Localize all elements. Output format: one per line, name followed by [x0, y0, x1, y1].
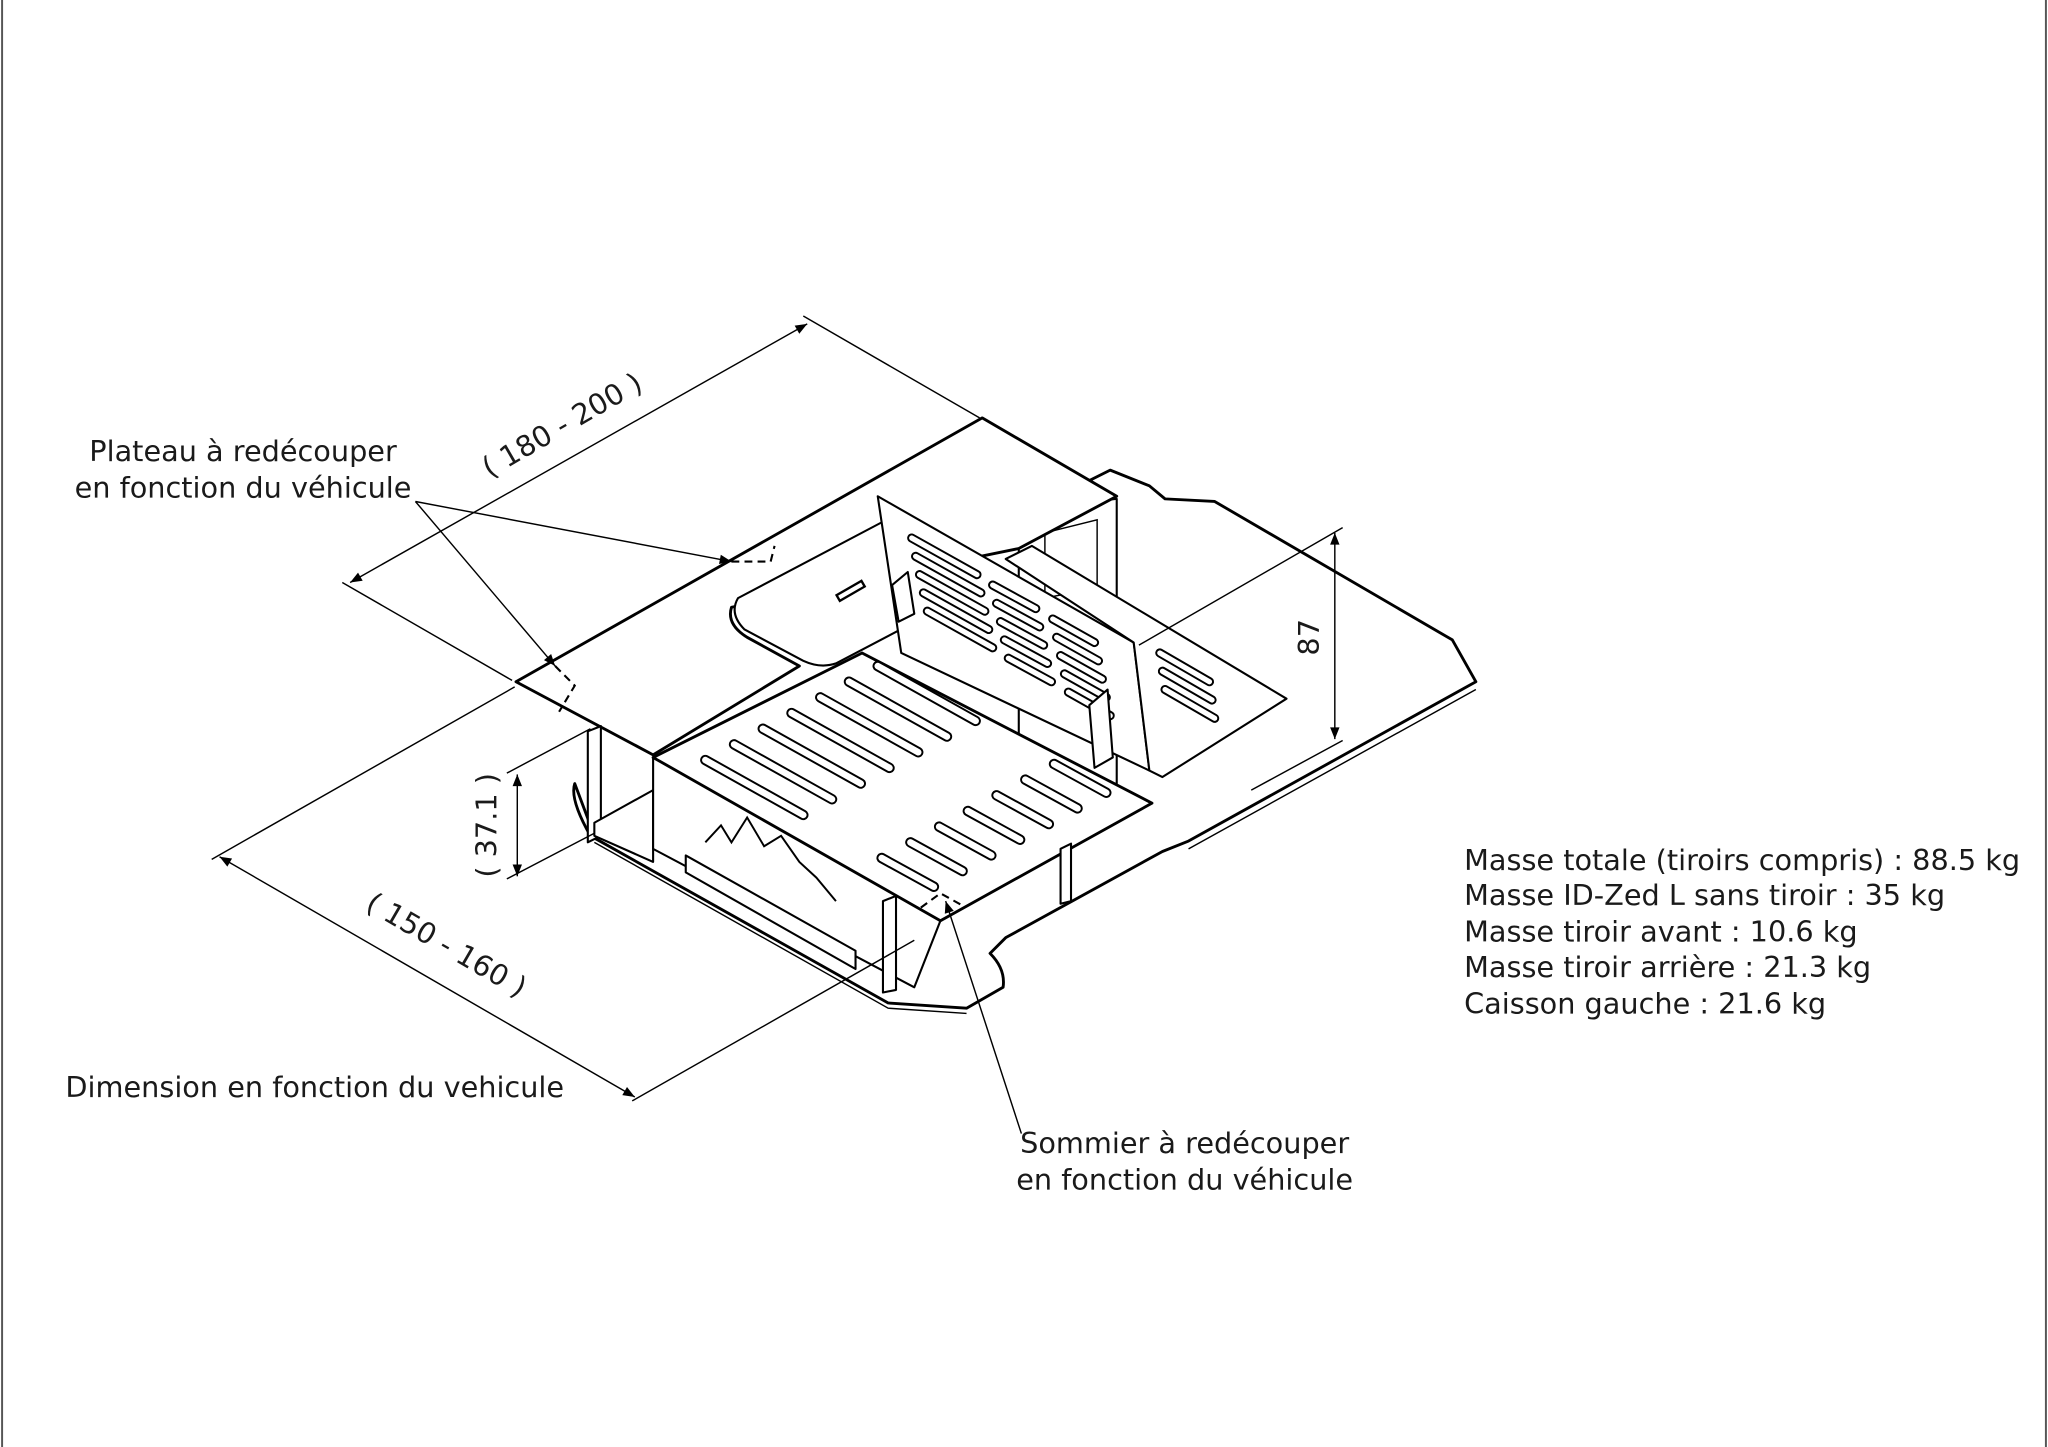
mass-line: Masse tiroir arrière : 21.3 kg — [1464, 950, 1871, 984]
slot-inner — [993, 792, 1053, 828]
slot-inner — [1054, 634, 1102, 664]
slot-inner — [909, 535, 980, 578]
assembly-drawing — [514, 416, 1478, 1015]
plateau-note-line1: Plateau à redécouper — [89, 434, 397, 468]
mass-line: Masse totale (tiroirs compris) : 88.5 kg — [1464, 843, 2020, 877]
slot-inner — [1162, 686, 1218, 721]
dimension-height-ref-label: ( 37.1 ) — [469, 773, 503, 878]
mass-line: Masse tiroir avant : 10.6 kg — [1464, 915, 1858, 949]
slot-inner — [920, 590, 992, 633]
sommier-note-line1: Sommier à redécouper — [1020, 1126, 1349, 1160]
slot-inner — [1001, 637, 1051, 667]
slot-inner — [845, 678, 951, 740]
mass-table: Masse totale (tiroirs compris) : 88.5 kg… — [1464, 843, 2020, 1021]
slot-inner — [874, 662, 979, 725]
slot-inner — [964, 807, 1024, 843]
dimension-note: Dimension en fonction du vehicule — [65, 1070, 564, 1104]
slot-inner — [990, 582, 1039, 612]
slot-inner — [1050, 760, 1110, 796]
slot-inner — [993, 600, 1043, 630]
slot-inner — [817, 694, 922, 756]
plateau-note-line2: en fonction du véhicule — [75, 471, 412, 505]
front-right-post — [1059, 842, 1073, 905]
dimension-height: 87 — [1138, 526, 1344, 791]
slot-inner — [702, 756, 807, 819]
front-drawer-top — [651, 651, 1154, 923]
sommier-note-line2: en fonction du véhicule — [1016, 1163, 1353, 1197]
slot-inner — [1159, 668, 1215, 703]
mass-line: Caisson gauche : 21.6 kg — [1464, 986, 1826, 1020]
slot-inner — [935, 823, 995, 859]
drawer-side-post — [881, 894, 898, 994]
slot-inner — [1061, 671, 1109, 700]
slot-inner — [907, 839, 966, 875]
leader-lines — [414, 500, 1023, 1134]
slot-inner — [1005, 655, 1055, 685]
dimension-height-label: 87 — [1292, 619, 1326, 656]
left-lower-rail — [593, 789, 655, 863]
slot-inner — [1157, 650, 1213, 685]
slot-inner — [730, 741, 836, 803]
hinge-bracket-right — [1088, 688, 1114, 769]
slot-inner — [878, 854, 938, 891]
slot-inner — [1022, 776, 1081, 812]
front-drawer-slots — [700, 660, 1112, 892]
mass-line: Masse ID-Zed L sans tiroir : 35 kg — [1464, 878, 1945, 912]
slot-inner — [1050, 616, 1098, 646]
plateau-cut-line-2 — [554, 665, 577, 713]
slot-inner — [788, 709, 893, 772]
slot-inner — [759, 725, 865, 787]
dimension-depth-label: ( 150 - 160 ) — [361, 885, 533, 1004]
slot-inner — [924, 608, 996, 651]
sommier-edge — [593, 688, 1477, 1015]
dimension-width-label: ( 180 - 200 ) — [476, 365, 648, 484]
hinge-bracket-left — [891, 570, 916, 623]
slot-inner — [916, 572, 988, 614]
dimension-height-ref: ( 37.1 ) — [469, 728, 595, 880]
sommier-cut-line — [920, 892, 965, 909]
slot-inner — [997, 619, 1047, 648]
mountain-logo — [704, 815, 837, 902]
drawer-front-handle — [684, 854, 857, 971]
right-tray-slots — [1155, 648, 1220, 723]
plateau-slot — [834, 579, 867, 603]
slot-inner — [1057, 652, 1105, 682]
rear-panel-slots — [907, 533, 1115, 721]
slot-inner — [912, 553, 984, 596]
